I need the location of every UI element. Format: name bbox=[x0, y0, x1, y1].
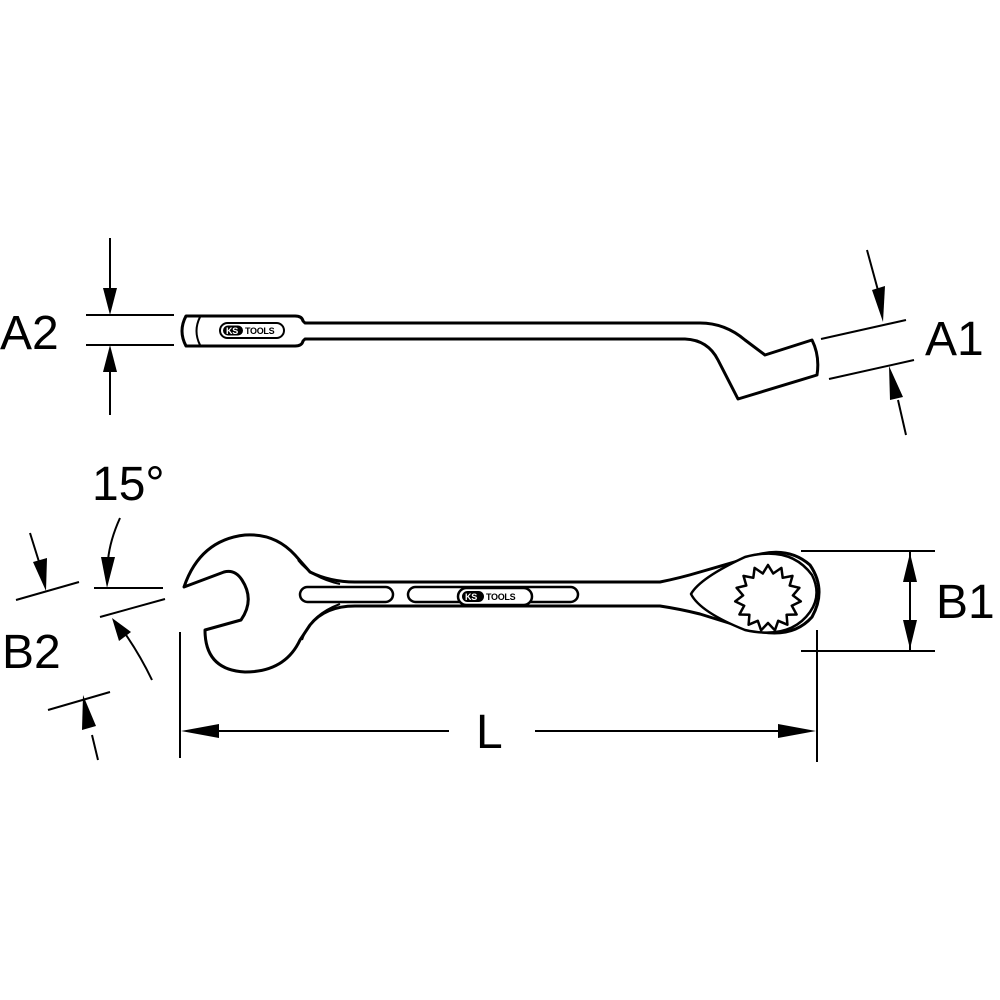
dimension-length: L bbox=[179, 630, 818, 762]
top-view-logo-ks: KS bbox=[465, 592, 477, 602]
b1-label: B1 bbox=[936, 576, 995, 629]
angle-label: 15° bbox=[92, 458, 165, 511]
b2-label: B2 bbox=[2, 626, 61, 679]
dimension-a1: A1 bbox=[820, 249, 984, 436]
side-view-logo-ks: KS bbox=[226, 326, 238, 336]
dimension-a2: A2 bbox=[0, 238, 174, 415]
ratchet-ring-star bbox=[733, 563, 803, 632]
dimension-b2-angle: 15° B2 bbox=[2, 458, 166, 761]
side-view-logo: KS TOOLS bbox=[219, 322, 285, 339]
length-label: L bbox=[476, 706, 503, 759]
a2-label: A2 bbox=[0, 307, 59, 360]
side-view: KS TOOLS A2 A1 bbox=[0, 238, 984, 436]
dimension-b1: B1 bbox=[801, 550, 995, 652]
a1-label: A1 bbox=[925, 313, 984, 366]
handle-slot-left bbox=[298, 585, 395, 604]
top-view-logo-tools: TOOLS bbox=[486, 592, 516, 602]
top-view-logo: KS TOOLS bbox=[456, 586, 534, 607]
jaw-neck-inner-top bbox=[297, 559, 341, 585]
top-view: KS TOOLS 15° bbox=[2, 458, 995, 762]
side-view-logo-tools: TOOLS bbox=[245, 326, 275, 336]
side-view-end-cap-line bbox=[195, 316, 201, 346]
jaw-neck-inner-bottom bbox=[301, 603, 341, 641]
side-view-wrench-body bbox=[180, 314, 820, 401]
